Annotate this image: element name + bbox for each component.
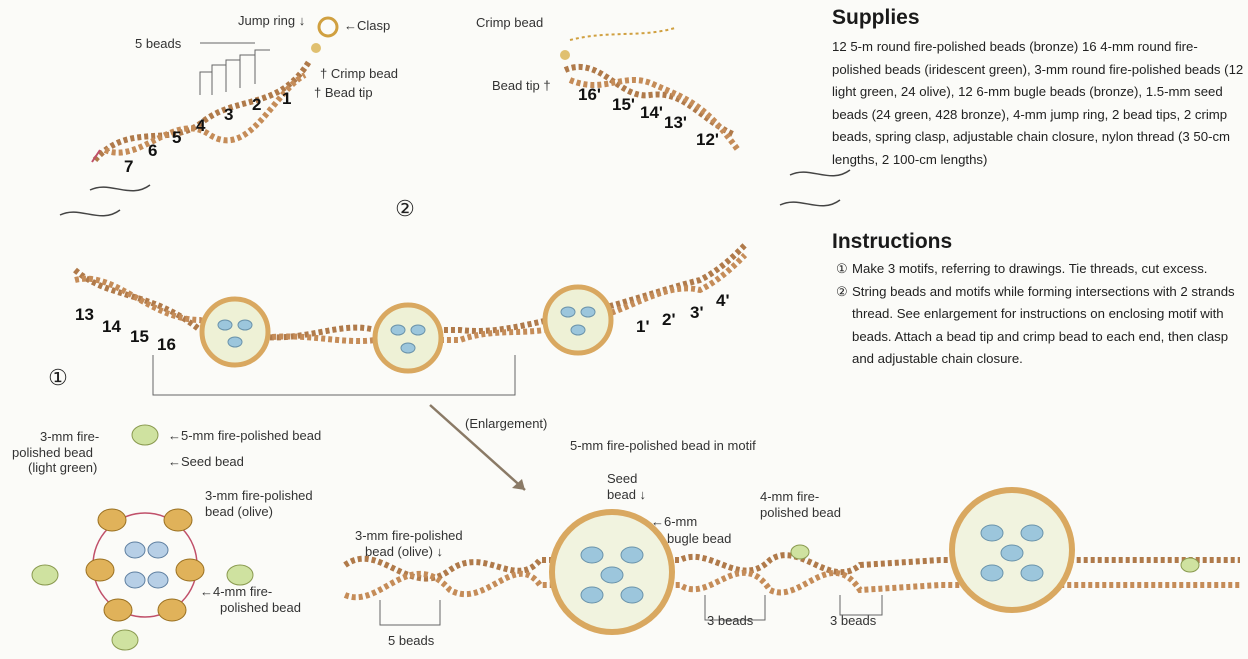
jump-ring-label: Jump ring ↓ (238, 13, 305, 28)
crimp-bead-label-right: Crimp bead (476, 15, 543, 30)
step-marker: ② (836, 281, 852, 371)
text-panel: Supplies 12 5-m round fire-polished bead… (832, 0, 1248, 470)
step-one-marker: ① (48, 365, 68, 390)
bead-tip-label-left: † Bead tip (314, 85, 373, 100)
fp5-label: ←5-mm fire-polished bead (168, 428, 321, 443)
mid-right-numbers: 1' 2' 3' 4' (636, 291, 730, 336)
fp3-olive-label: bead (olive) (205, 504, 273, 519)
strand-number: 16' (578, 85, 601, 104)
step-text: String beads and motifs while forming in… (852, 281, 1246, 371)
strand-number: 3 (224, 105, 233, 124)
fp3-olive-enlarged-label: bead (olive) ↓ (365, 544, 443, 559)
bugle-label: ←6-mm (651, 514, 697, 529)
bugle-label: bugle bead (667, 531, 731, 546)
strand-number: 4 (196, 116, 206, 135)
strand-number: 15' (612, 95, 635, 114)
motif-icon (545, 287, 611, 353)
fp3-olive-label: 3-mm fire-polished (205, 488, 313, 503)
strand-number: 3' (690, 303, 704, 322)
step-text: Make 3 motifs, referring to drawings. Ti… (852, 258, 1246, 281)
supplies-text: 12 5-m round fire-polished beads (bronze… (832, 36, 1246, 172)
strand-number: 13' (664, 113, 687, 132)
strand-number: 15 (130, 327, 149, 346)
three-beads-label: 3 beads (830, 613, 877, 628)
strand-number: 2 (252, 95, 261, 114)
fp4-label: ←4-mm fire- (200, 584, 272, 599)
strand-number: 5 (172, 128, 181, 147)
fp4-enlarged-label: polished bead (760, 505, 841, 520)
instructions-list: ① Make 3 motifs, referring to drawings. … (836, 258, 1246, 371)
strand-number: 1' (636, 317, 650, 336)
seed-bead-label: ←Seed bead (168, 454, 244, 469)
break-lines (60, 170, 850, 216)
step-two-marker: ② (395, 196, 415, 221)
motif-icon (375, 305, 441, 371)
strand-number: 1 (282, 89, 291, 108)
crimp-bead-icon (560, 50, 570, 60)
bead-tip-label-right: Bead tip † (492, 78, 551, 93)
clasp-label: ←Clasp (344, 18, 390, 33)
strand-number: 4' (716, 291, 730, 310)
jump-ring-icon (311, 43, 321, 53)
instructions-heading: Instructions (832, 230, 952, 254)
five-beads-label-top: 5 beads (135, 36, 182, 51)
instruction-step: ② String beads and motifs while forming … (836, 281, 1246, 371)
instruction-step: ① Make 3 motifs, referring to drawings. … (836, 258, 1246, 281)
fp4-enlarged-label: 4-mm fire- (760, 489, 819, 504)
strand-number: 2' (662, 310, 676, 329)
three-beads-label: 3 beads (707, 613, 754, 628)
seed-label: bead ↓ (607, 487, 646, 502)
strand-number: 13 (75, 305, 94, 324)
strand-number: 14 (102, 317, 121, 336)
strand-number: 12' (696, 130, 719, 149)
strand-number: 14' (640, 103, 663, 122)
fp4-label: polished bead (220, 600, 301, 615)
strand-number: 7 (124, 157, 133, 176)
supplies-heading: Supplies (832, 6, 920, 30)
strand-number: 16 (157, 335, 176, 354)
motif-icon (202, 299, 268, 365)
crimp-bead-label-left: † Crimp bead (320, 66, 398, 81)
clasp-icon (319, 18, 337, 36)
enlargement-label: (Enlargement) (465, 416, 547, 431)
five-beads-label-bottom: 5 beads (388, 633, 435, 648)
right-strand-numbers: 16' 15' 14' 13' 12' (578, 85, 719, 149)
top-left-strand (92, 18, 337, 162)
fp3-olive-enlarged-label: 3-mm fire-polished (355, 528, 463, 543)
fp5-motif-label: 5-mm fire-polished bead in motif (570, 438, 756, 453)
seed-label: Seed (607, 471, 637, 486)
fp3-light-green-label: (light green) (28, 460, 97, 475)
fp3-light-green-label: 3-mm fire- (40, 429, 99, 444)
fp3-light-green-label: polished bead (12, 445, 93, 460)
strand-number: 6 (148, 141, 157, 160)
step-marker: ① (836, 258, 852, 281)
